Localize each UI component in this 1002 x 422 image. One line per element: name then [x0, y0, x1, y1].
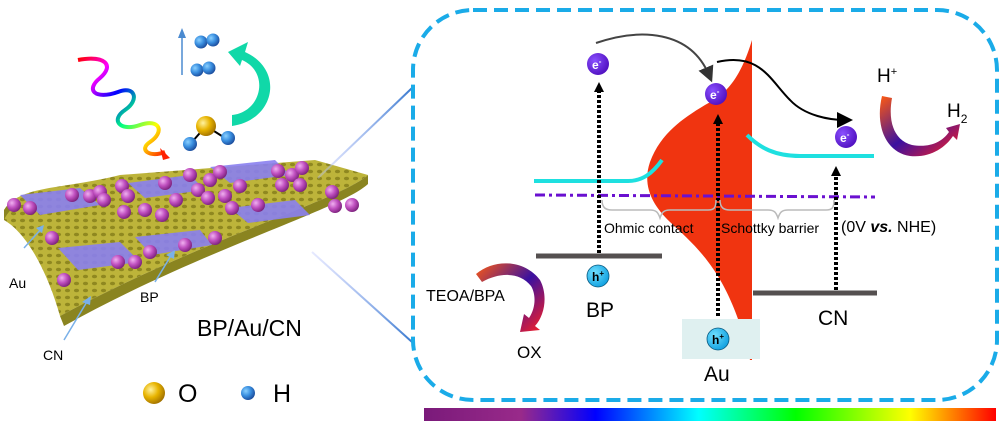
- au-nanoparticle: [325, 185, 339, 199]
- h2-molecule: [194, 33, 220, 49]
- au-nanoparticle: [158, 176, 172, 190]
- hydrogen-rise-arrowhead: [178, 28, 186, 38]
- au-nanoparticle: [128, 255, 142, 269]
- reference-potential-label: (0V vs. NHE): [841, 219, 936, 236]
- oxidation-product-label: OX: [517, 343, 542, 362]
- au-nanoparticle: [293, 178, 307, 192]
- au-nanoparticles: [7, 161, 359, 287]
- hydrogen-product-label: H2: [947, 101, 968, 126]
- cn-pointer-label: CN: [43, 347, 63, 363]
- legend-label-oxygen: O: [178, 380, 197, 408]
- au-nanoparticle: [183, 168, 197, 182]
- au-nanoparticle: [275, 178, 289, 192]
- light-wave-icon: [77, 56, 166, 157]
- au-material-label: Au: [704, 363, 730, 386]
- hydrogen-atom-icon: [241, 386, 255, 400]
- electron-bp: e-: [587, 53, 609, 75]
- au-plasmon-distribution: [647, 40, 752, 360]
- au-pointer-label: Au: [9, 275, 26, 291]
- atom-legend: O H: [143, 380, 291, 408]
- au-nanoparticle: [23, 201, 37, 215]
- electron-au: e-: [705, 83, 727, 105]
- water-molecule: [183, 116, 235, 151]
- au-nanoparticle: [117, 205, 131, 219]
- svg-text:e-: e-: [840, 130, 850, 145]
- au-nanoparticle: [111, 255, 125, 269]
- cn-material-label: CN: [818, 307, 848, 330]
- bp-pointer-label: BP: [140, 289, 159, 305]
- dashed-border: [411, 8, 999, 402]
- au-nanoparticle: [203, 173, 217, 187]
- pointer-arrows: [23, 225, 175, 341]
- legend-label-hydrogen: H: [273, 380, 291, 408]
- hole-bp: h+: [586, 264, 610, 288]
- au-nanoparticle: [57, 273, 71, 287]
- au-nanoparticle: [169, 193, 183, 207]
- svg-text:h+: h+: [592, 269, 604, 284]
- svg-text:h+: h+: [712, 332, 724, 347]
- electron-cn: e-: [835, 126, 857, 148]
- au-nanoparticle: [213, 165, 227, 179]
- light-wave-arrowhead: [160, 148, 170, 160]
- au-nanoparticle: [295, 161, 309, 175]
- au-nanoparticle: [233, 179, 247, 193]
- au-nanoparticle: [45, 231, 59, 245]
- au-nanoparticle: [225, 201, 239, 215]
- bp-material-label: BP: [586, 299, 614, 322]
- au-nanoparticle: [97, 193, 111, 207]
- zoom-line-bottom: [311, 251, 413, 343]
- cn-conduction-band: [745, 133, 874, 158]
- band-diagram: Ohmic contact Schottky barrier (0V vs. N…: [411, 8, 999, 402]
- au-nanoparticle: [178, 238, 192, 252]
- svg-text:e-: e-: [710, 87, 720, 102]
- au-nanoparticle: [328, 199, 342, 213]
- au-nanoparticle: [251, 198, 265, 212]
- photocatalyst-illustration: Au BP CN BP/Au/CN O H: [4, 28, 413, 408]
- au-nanoparticle: [121, 189, 135, 203]
- au-nanoparticle: [191, 183, 205, 197]
- au-nanoparticle: [143, 245, 157, 259]
- au-nanoparticle: [201, 191, 215, 205]
- ohmic-brace: [601, 199, 717, 221]
- au-nanoparticle: [155, 208, 169, 222]
- au-nanoparticle: [218, 189, 232, 203]
- svg-text:e-: e-: [592, 57, 602, 72]
- au-nanoparticle: [285, 168, 299, 182]
- hole-au: h+: [706, 327, 730, 351]
- reduction-arrow-icon: [879, 96, 960, 157]
- schottky-barrier-label: Schottky barrier: [721, 220, 819, 236]
- fermi-level: [534, 193, 876, 199]
- au-nanoparticle: [271, 164, 285, 178]
- sacrificial-agent-label: TEOA/BPA: [426, 288, 505, 305]
- ohmic-contact-label: Ohmic contact: [604, 220, 694, 236]
- oxidation-arrow-icon: [476, 263, 545, 332]
- au-nanoparticle: [138, 203, 152, 217]
- au-to-cn-transfer-arrow: [716, 59, 853, 128]
- oxygen-atom-icon: [143, 382, 165, 404]
- au-nanoparticle: [208, 231, 222, 245]
- bp-to-au-transfer-arrow: [595, 33, 714, 83]
- h2-molecule: [190, 61, 216, 77]
- catalyst-label: BP/Au/CN: [197, 315, 302, 341]
- zoom-line-top: [317, 87, 413, 179]
- schottky-brace: [719, 199, 835, 221]
- bp-sheets: [20, 160, 310, 270]
- light-spectrum-bar: [424, 408, 996, 421]
- water-splitting-arrow-icon: [228, 42, 271, 126]
- proton-label: H+: [877, 66, 897, 87]
- au-nanoparticle: [7, 198, 21, 212]
- au-nanoparticle: [65, 188, 79, 202]
- au-nanoparticle: [345, 198, 359, 212]
- bp-conduction-band: [534, 158, 664, 183]
